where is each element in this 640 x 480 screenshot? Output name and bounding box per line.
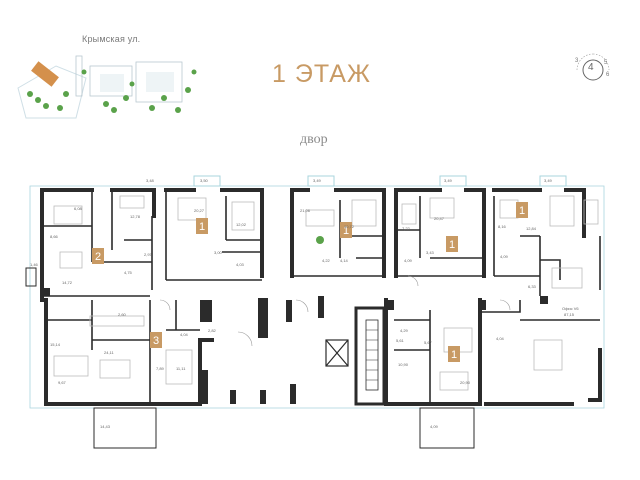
room-area: 4,03 — [236, 262, 245, 267]
site-map-icon[interactable] — [16, 48, 206, 124]
apartment-rooms: 1 — [451, 349, 457, 361]
room-area: 6,08 — [74, 206, 83, 211]
room-area: 8,16 — [498, 224, 507, 229]
apartment-rooms: 1 — [449, 239, 455, 251]
room-area: 4,14 — [340, 258, 349, 263]
apartment-badge[interactable]: 1 — [516, 202, 528, 218]
room-area: 8,66 — [50, 234, 59, 239]
room-area: 3,49 — [444, 178, 453, 183]
room-area: 3,49 — [544, 178, 553, 183]
compass-mark-6: 6 — [606, 72, 610, 78]
room-area: 14,72 — [62, 280, 73, 285]
room-area: 10,90 — [398, 362, 409, 367]
elevator-icon — [325, 339, 349, 367]
room-area: 7,89 — [156, 366, 165, 371]
compass-icon: 3 5 6 4 — [573, 50, 613, 90]
room-area: 12,02 — [236, 222, 247, 227]
room-area: 3,48 — [146, 178, 155, 183]
room-area: 20,27 — [194, 208, 205, 213]
room-area: 4,04 — [180, 332, 189, 337]
stair-icon — [354, 306, 386, 406]
apartment-rooms: 1 — [199, 221, 205, 233]
compass-mark-3: 3 — [575, 58, 579, 64]
room-area: 3,49 — [313, 178, 322, 183]
apartment-badge[interactable]: 3 — [150, 332, 162, 348]
room-area: 6,33 — [528, 284, 537, 289]
apartment-badge[interactable]: 2 — [92, 248, 104, 264]
room-area: 3,50 — [200, 178, 209, 183]
room-area: 4,75 — [124, 270, 133, 275]
room-area: 11,11 — [176, 366, 186, 371]
apartment-rooms: 3 — [153, 335, 159, 347]
room-area: 14,43 — [100, 424, 111, 429]
street-label: Крымская ул. — [82, 34, 141, 44]
room-area: 2,60 — [118, 312, 127, 317]
tree-icon — [316, 236, 324, 244]
room-areas: 3,50 3,49 3,49 3,49 3,48 6,08 12,78 20,2… — [30, 178, 579, 429]
room-area: 3,00 — [214, 250, 223, 255]
room-area: 4,09 — [404, 258, 413, 263]
apartment-rooms: 1 — [519, 205, 525, 217]
room-area: 20,90 — [460, 380, 471, 385]
yard-label: двор — [300, 132, 328, 147]
room-area: 5,67 — [424, 340, 433, 345]
room-area: 15,14 — [50, 342, 61, 347]
room-area: 2,97 — [144, 252, 153, 257]
apartment-badge[interactable]: 1 — [448, 346, 460, 362]
room-area: 21,06 — [300, 208, 311, 213]
balcony-icon — [193, 175, 567, 187]
room-area: 12,84 — [526, 226, 537, 231]
room-area: 4,09 — [430, 424, 439, 429]
apartment-badge[interactable]: 1 — [340, 222, 352, 238]
apartment-rooms: 2 — [95, 251, 101, 263]
room-area: 4,29 — [400, 328, 409, 333]
room-area: 1,46 — [30, 262, 39, 267]
room-area: 9,67 — [58, 380, 67, 385]
apartment-rooms: 1 — [343, 225, 349, 237]
compass-mark-5: 5 — [604, 60, 608, 66]
room-area: 3,43 — [426, 250, 435, 255]
apartment-badge[interactable]: 1 — [446, 236, 458, 252]
room-area: 10,72 — [344, 224, 355, 229]
room-area: 4,09 — [500, 254, 509, 259]
room-area: 5,61 — [396, 338, 405, 343]
compass-value: 4 — [588, 62, 594, 73]
apartment-badges: 2 1 1 1 1 3 1 — [92, 202, 528, 362]
room-area: 12,78 — [130, 214, 141, 219]
room-area: 4,04 — [496, 336, 505, 341]
apartment-badge[interactable]: 1 — [196, 218, 208, 234]
room-area: 20,47 — [434, 216, 445, 221]
office-label: Офис V6 — [562, 306, 579, 311]
office-area: 87,15 — [564, 312, 575, 317]
room-area: 24,11 — [104, 350, 114, 355]
floor-title: 1 ЭТАЖ — [272, 60, 372, 88]
room-area: 7,22 — [402, 226, 411, 231]
room-area: 4,22 — [322, 258, 331, 263]
room-area: 2,82 — [208, 328, 217, 333]
